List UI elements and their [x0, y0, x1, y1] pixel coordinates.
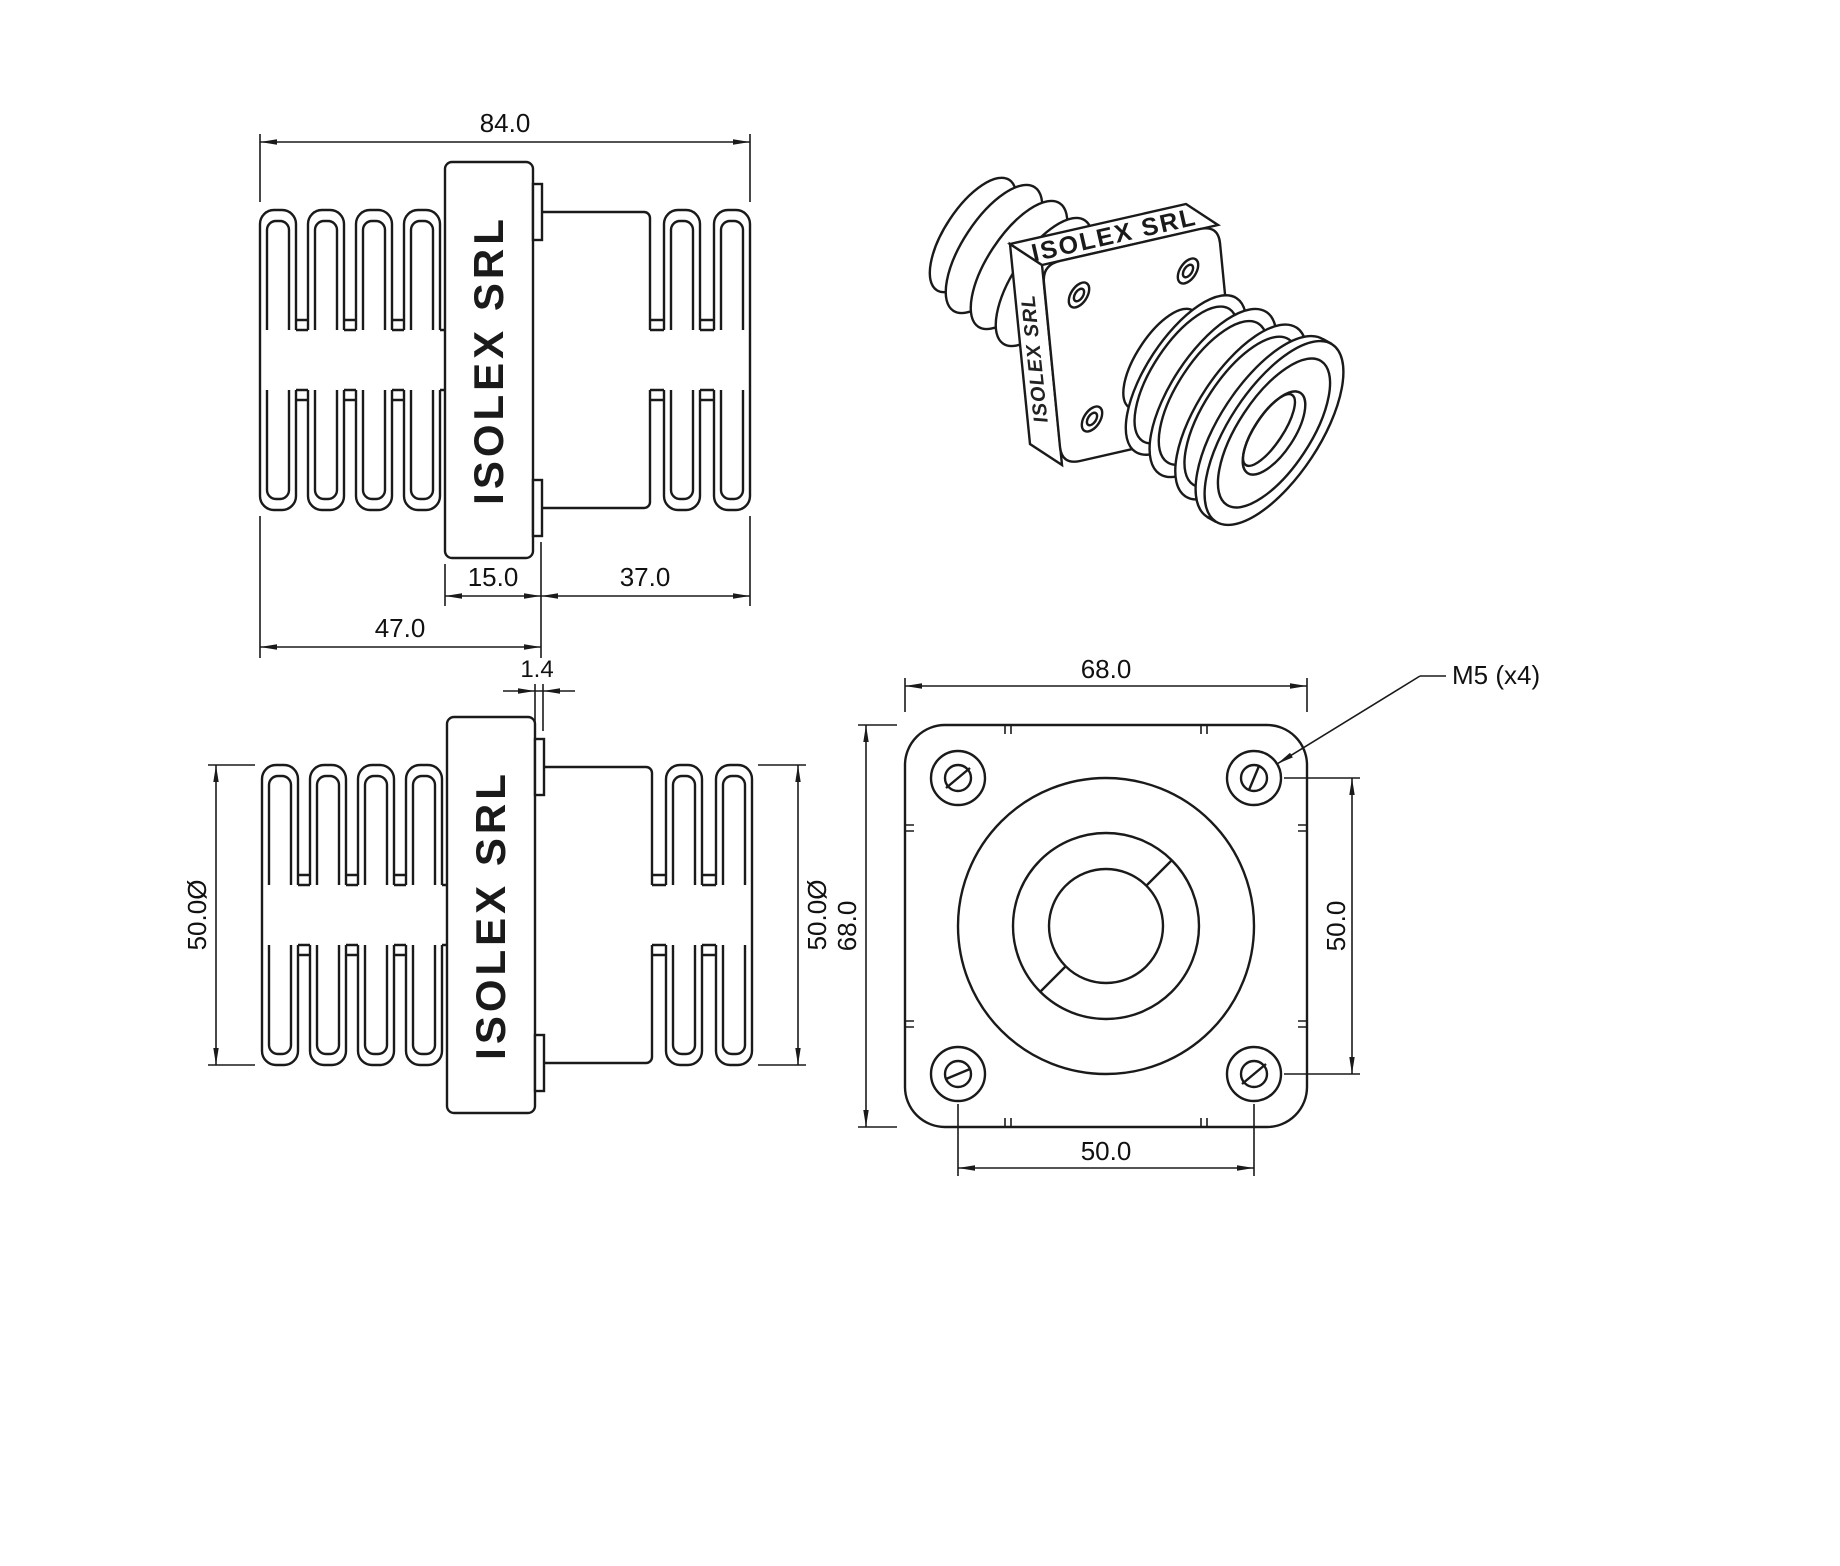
dim-hole-spacing-horizontal-label: 50.0	[1081, 1136, 1132, 1166]
dim-width-label: 68.0	[1081, 654, 1132, 684]
dim-diameter-right-label: 50.0Ø	[802, 880, 832, 951]
bore-circle	[1047, 867, 1165, 985]
dim-hole-spacing-vertical-label: 50.0	[1321, 901, 1351, 952]
dim-lip-label: 1.4	[520, 656, 553, 683]
side-view-top: 84.0 15.0 37.0 47.0	[260, 108, 750, 658]
dim-diameter-left-label: 50.0Ø	[182, 880, 212, 951]
mounting-hole-bottom-left	[929, 1045, 987, 1103]
isometric-view: ISOLEX SRL ISOLEX SRL	[928, 176, 1345, 527]
thread-callout-leader	[1276, 675, 1421, 765]
mounting-hole-top-right	[1225, 749, 1283, 807]
iso-end-flange	[1194, 334, 1345, 527]
side-view-bottom-dimensions: 1.4 50.0Ø 50.0Ø	[182, 656, 832, 1066]
dim-flange-thickness-label: 15.0	[468, 562, 519, 592]
mounting-hole-top-left	[929, 749, 987, 807]
mounting-hole-bottom-right	[1225, 1045, 1283, 1103]
dim-left-length-label: 47.0	[375, 613, 426, 643]
thread-callout-label: M5 (x4)	[1452, 660, 1540, 690]
dim-right-length-label: 37.0	[620, 562, 671, 592]
front-view: 68.0 68.0 50.0 50.0 M5 (x4)	[832, 654, 1540, 1176]
side-view-top-dimensions: 84.0 15.0 37.0 47.0	[259, 108, 751, 658]
front-view-part	[903, 723, 1309, 1129]
front-view-dimensions: 68.0 68.0 50.0 50.0 M5 (x4)	[832, 654, 1540, 1176]
side-view-bottom: 1.4 50.0Ø 50.0Ø	[182, 656, 832, 1113]
dim-height-label: 68.0	[832, 901, 862, 952]
dim-total-width-label: 84.0	[480, 108, 531, 138]
bore-split-marks	[1039, 859, 1173, 993]
